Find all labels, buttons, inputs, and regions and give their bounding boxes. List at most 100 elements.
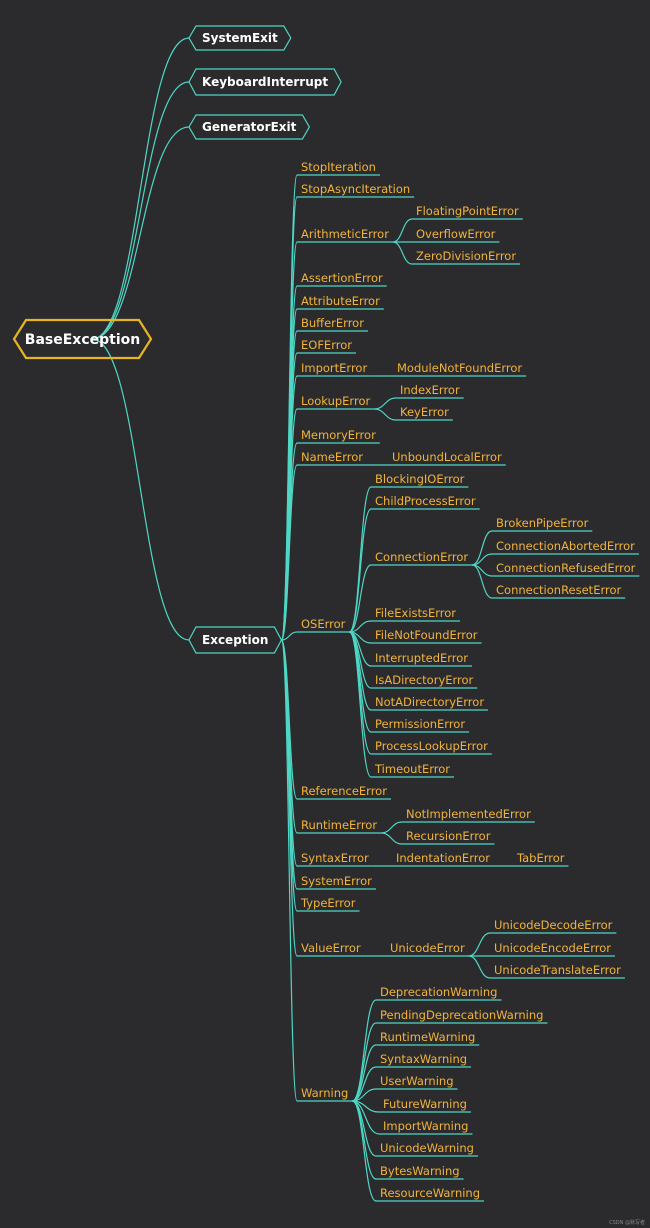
not-implemented-error-label: NotImplementedError: [406, 807, 531, 821]
floating-point-error-node: FloatingPointError: [412, 204, 523, 220]
os-error-node: OSError: [297, 617, 350, 633]
unicode-warning-label: UnicodeWarning: [380, 1141, 474, 1155]
file-not-found-error-label: FileNotFoundError: [375, 628, 478, 642]
process-lookup-error-node: ProcessLookupError: [371, 739, 492, 755]
value-error-label: ValueError: [301, 941, 361, 955]
reference-error-node: ReferenceError: [297, 784, 391, 800]
syntax-error-label: SyntaxError: [301, 851, 369, 865]
buffer-error-node: BufferError: [297, 316, 368, 332]
lookup-error-node: LookupError: [297, 394, 375, 410]
recursion-error-label: RecursionError: [406, 829, 491, 843]
system-exit-node: SystemExit: [188, 25, 292, 51]
index-error-node: IndexError: [396, 383, 464, 399]
unicode-warning-node: UnicodeWarning: [376, 1141, 478, 1157]
base-exception-node: BaseException: [12, 318, 153, 360]
connection-reset-error-label: ConnectionResetError: [496, 583, 621, 597]
eof-error-node: EOFError: [297, 338, 356, 354]
is-a-directory-error-node: IsADirectoryError: [371, 673, 478, 689]
connector-line: [468, 955, 491, 979]
indentation-error-node: IndentationError: [392, 851, 494, 867]
os-error-label: OSError: [301, 617, 346, 631]
permission-error-label: PermissionError: [375, 717, 465, 731]
connector-line: [381, 832, 403, 845]
not-a-directory-error-label: NotADirectoryError: [375, 695, 484, 709]
deprecation-warning-label: DeprecationWarning: [380, 985, 497, 999]
eof-error-label: EOFError: [301, 338, 352, 352]
overflow-error-label: OverflowError: [416, 227, 496, 241]
indentation-error-label: IndentationError: [396, 851, 490, 865]
node-frame: [188, 25, 292, 51]
runtime-warning-label: RuntimeWarning: [380, 1030, 475, 1044]
base-exception-label: BaseException: [25, 332, 140, 348]
connector-line: [280, 464, 298, 641]
runtime-warning-node: RuntimeWarning: [376, 1030, 480, 1046]
stop-iteration-label: StopIteration: [301, 160, 376, 174]
system-error-label: SystemError: [301, 874, 372, 888]
import-warning-label: ImportWarning: [383, 1119, 468, 1133]
overflow-error-node: OverflowError: [412, 227, 500, 243]
lookup-error-label: LookupError: [301, 394, 370, 408]
connector-lines: [91, 37, 513, 1202]
process-lookup-error-label: ProcessLookupError: [375, 739, 488, 753]
unicode-translate-error-label: UnicodeTranslateError: [494, 963, 621, 977]
connector-line: [352, 1066, 377, 1102]
connector-line: [392, 218, 413, 243]
assertion-error-label: AssertionError: [301, 271, 383, 285]
file-exists-error-node: FileExistsError: [371, 606, 461, 622]
is-a-directory-error-label: IsADirectoryError: [375, 673, 474, 687]
unbound-local-error-node: UnboundLocalError: [388, 450, 506, 466]
connector-line: [374, 397, 397, 410]
recursion-error-node: RecursionError: [402, 829, 495, 845]
future-warning-node: FutureWarning: [379, 1097, 471, 1113]
bytes-warning-label: BytesWarning: [380, 1164, 460, 1178]
warning-node: Warning: [297, 1086, 353, 1102]
system-exit-label: SystemExit: [202, 31, 278, 45]
connector-line: [281, 631, 298, 641]
syntax-error-node: SyntaxError: [297, 851, 373, 867]
connector-line: [348, 631, 372, 733]
value-error-node: ValueError: [297, 941, 365, 957]
connector-line: [471, 530, 493, 566]
import-error-node: ImportError: [297, 361, 372, 377]
connection-refused-error-label: ConnectionRefusedError: [496, 561, 636, 575]
connection-error-node: ConnectionError: [371, 550, 473, 566]
connector-line: [392, 241, 413, 265]
connector-line: [91, 81, 190, 340]
type-error-label: TypeError: [300, 896, 356, 910]
syntax-warning-label: SyntaxWarning: [380, 1052, 467, 1066]
resource-warning-label: ResourceWarning: [380, 1186, 480, 1200]
connection-aborted-error-node: ConnectionAbortedError: [492, 539, 639, 555]
module-not-found-error-node: ModuleNotFoundError: [393, 361, 527, 377]
name-error-label: NameError: [301, 450, 363, 464]
import-warning-node: ImportWarning: [379, 1119, 473, 1135]
watermark: CSDN @默写者: [609, 1219, 645, 1226]
unicode-decode-error-node: UnicodeDecodeError: [490, 918, 617, 934]
runtime-error-node: RuntimeError: [297, 818, 382, 834]
module-not-found-error-label: ModuleNotFoundError: [397, 361, 522, 375]
node-frame: [188, 68, 342, 96]
unbound-local-error-label: UnboundLocalError: [392, 450, 502, 464]
connector-line: [91, 37, 190, 340]
tree-nodes: BaseExceptionSystemExitKeyboardInterrupt…: [12, 25, 640, 1202]
node-frame: [188, 626, 283, 654]
name-error-node: NameError: [297, 450, 367, 466]
broken-pipe-error-label: BrokenPipeError: [496, 516, 589, 530]
timeout-error-label: TimeoutError: [374, 762, 450, 776]
warning-label: Warning: [301, 1086, 348, 1100]
memory-error-node: MemoryError: [297, 428, 380, 444]
broken-pipe-error-node: BrokenPipeError: [492, 516, 593, 532]
blocking-io-error-label: BlockingIOError: [375, 472, 465, 486]
unicode-error-node: UnicodeError: [386, 941, 469, 957]
reference-error-label: ReferenceError: [301, 784, 387, 798]
interrupted-error-node: InterruptedError: [371, 651, 473, 667]
connector-line: [348, 631, 372, 778]
not-implemented-error-node: NotImplementedError: [402, 807, 535, 823]
connector-line: [91, 338, 190, 641]
child-process-error-node: ChildProcessError: [371, 494, 480, 510]
key-error-label: KeyError: [400, 405, 449, 419]
connector-line: [348, 486, 372, 633]
user-warning-label: UserWarning: [380, 1074, 454, 1088]
unicode-translate-error-node: UnicodeTranslateError: [490, 963, 625, 979]
system-error-node: SystemError: [297, 874, 376, 890]
